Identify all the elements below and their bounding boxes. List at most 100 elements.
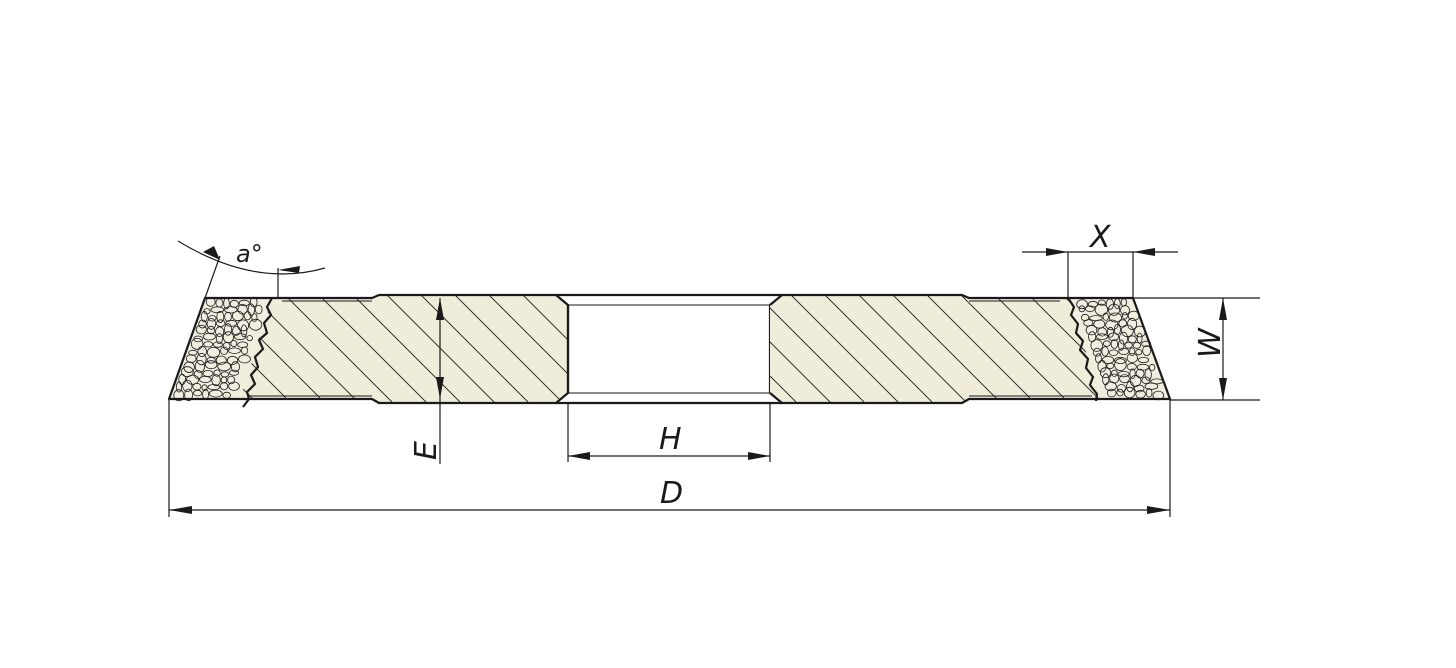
abrasive-grain [1114, 356, 1127, 364]
abrasive-grain [1145, 388, 1153, 398]
abrasive-grain [1116, 388, 1124, 397]
abrasive-grain [222, 341, 231, 350]
left-core-body [240, 293, 570, 405]
d-label: D [660, 476, 683, 511]
abrasive-grain [226, 355, 239, 365]
abrasive-grain [178, 373, 187, 385]
abrasive-grain [249, 318, 263, 331]
right-core-body [769, 293, 1102, 405]
abrasive-grain [1126, 363, 1137, 371]
abrasive-grain [1102, 340, 1111, 347]
abrasive-grain [199, 375, 212, 383]
abrasive-grain [1119, 374, 1130, 384]
abrasive-grain [1132, 342, 1142, 349]
abrasive-grain [202, 332, 216, 341]
x-dimension: X [1022, 220, 1178, 298]
hatch-line [439, 295, 568, 403]
abrasive-grain [224, 323, 233, 336]
abrasive-grain [1126, 352, 1138, 363]
abrasive-grain [1142, 345, 1152, 357]
w-dimension: W [1133, 297, 1260, 401]
abrasive-grain [1122, 312, 1128, 320]
abrasive-grain [1101, 346, 1109, 357]
abrasive-grain [251, 313, 258, 322]
hatch-line [240, 295, 343, 403]
w-label: W [1193, 327, 1228, 358]
abrasive-grain [1097, 360, 1107, 373]
hatch-line [945, 295, 1087, 403]
abrasive-grain [231, 310, 244, 322]
abrasive-grain [220, 382, 229, 391]
abrasive-grain [1104, 381, 1117, 392]
abrasive-grain [217, 361, 232, 372]
abrasive-grain [1124, 341, 1133, 349]
hatch-line [770, 295, 883, 403]
abrasive-grain [194, 359, 205, 373]
abrasive-grain [215, 355, 227, 365]
abrasive-grain [1085, 324, 1098, 336]
abrasive-grain [195, 324, 207, 335]
abrasive-grain [237, 319, 250, 332]
right-abrasive-layer [1067, 296, 1172, 402]
hatch-line [770, 295, 849, 403]
abrasive-grain [206, 356, 216, 364]
abrasive-grain [1129, 368, 1136, 380]
abrasive-grain [1127, 335, 1137, 344]
abrasive-grain [228, 381, 240, 391]
abrasive-grain [1099, 367, 1112, 379]
abrasive-grain [198, 319, 207, 329]
hatch-line [877, 295, 1019, 403]
abrasive-grain [243, 311, 252, 321]
h-dimension: H [567, 403, 771, 462]
abrasive-grain [232, 325, 241, 336]
hatch-line [473, 295, 568, 403]
abrasive-grain [200, 310, 208, 323]
abrasive-grain [241, 346, 249, 355]
abrasive-grain [1117, 370, 1130, 378]
abrasive-grain [190, 337, 204, 350]
hatch-line [337, 295, 479, 403]
abrasive-grain [1108, 303, 1121, 316]
abrasive-grain [228, 347, 241, 354]
abrasive-grain [1111, 369, 1118, 377]
hatch-line [405, 295, 547, 403]
abrasive-grain [1106, 388, 1117, 398]
abrasive-grain [254, 304, 263, 315]
hatch-line [770, 295, 815, 403]
abrasive-grain [220, 346, 229, 355]
left-abrasive-layer [167, 296, 273, 408]
abrasive-grain [1141, 376, 1151, 384]
abrasive-grain [1093, 319, 1106, 329]
abrasive-grain [196, 352, 207, 366]
abrasive-grain [193, 369, 203, 379]
abrasive-grain [186, 374, 200, 385]
abrasive-grain [1144, 368, 1152, 381]
abrasive-grain [215, 333, 223, 345]
hatch-line [240, 295, 309, 403]
abrasive-grain [182, 379, 193, 392]
hatch-line [303, 295, 445, 403]
hatch-line [371, 295, 513, 403]
abrasive-grain [1108, 349, 1119, 356]
abrasive-grain [1117, 339, 1125, 351]
abrasive-grain [1149, 363, 1156, 371]
abrasive-grain [215, 326, 225, 338]
hatch-line [911, 295, 1053, 403]
angle-dimension: a° [177, 240, 326, 299]
abrasive-grain [175, 381, 183, 393]
abrasive-grain [247, 303, 255, 317]
angle-label: a° [236, 240, 263, 268]
abrasive-grain [180, 366, 194, 378]
abrasive-grain [207, 384, 221, 391]
abrasive-grain [238, 299, 250, 307]
bore-hole [556, 293, 782, 405]
h-label: H [659, 422, 682, 457]
abrasive-grain [204, 360, 218, 370]
abrasive-grain [230, 361, 240, 373]
hatch-line [1013, 295, 1102, 403]
abrasive-grain [1094, 303, 1109, 316]
abrasive-grain [188, 349, 198, 356]
abrasive-grain [238, 354, 251, 364]
abrasive-grain [213, 369, 221, 377]
